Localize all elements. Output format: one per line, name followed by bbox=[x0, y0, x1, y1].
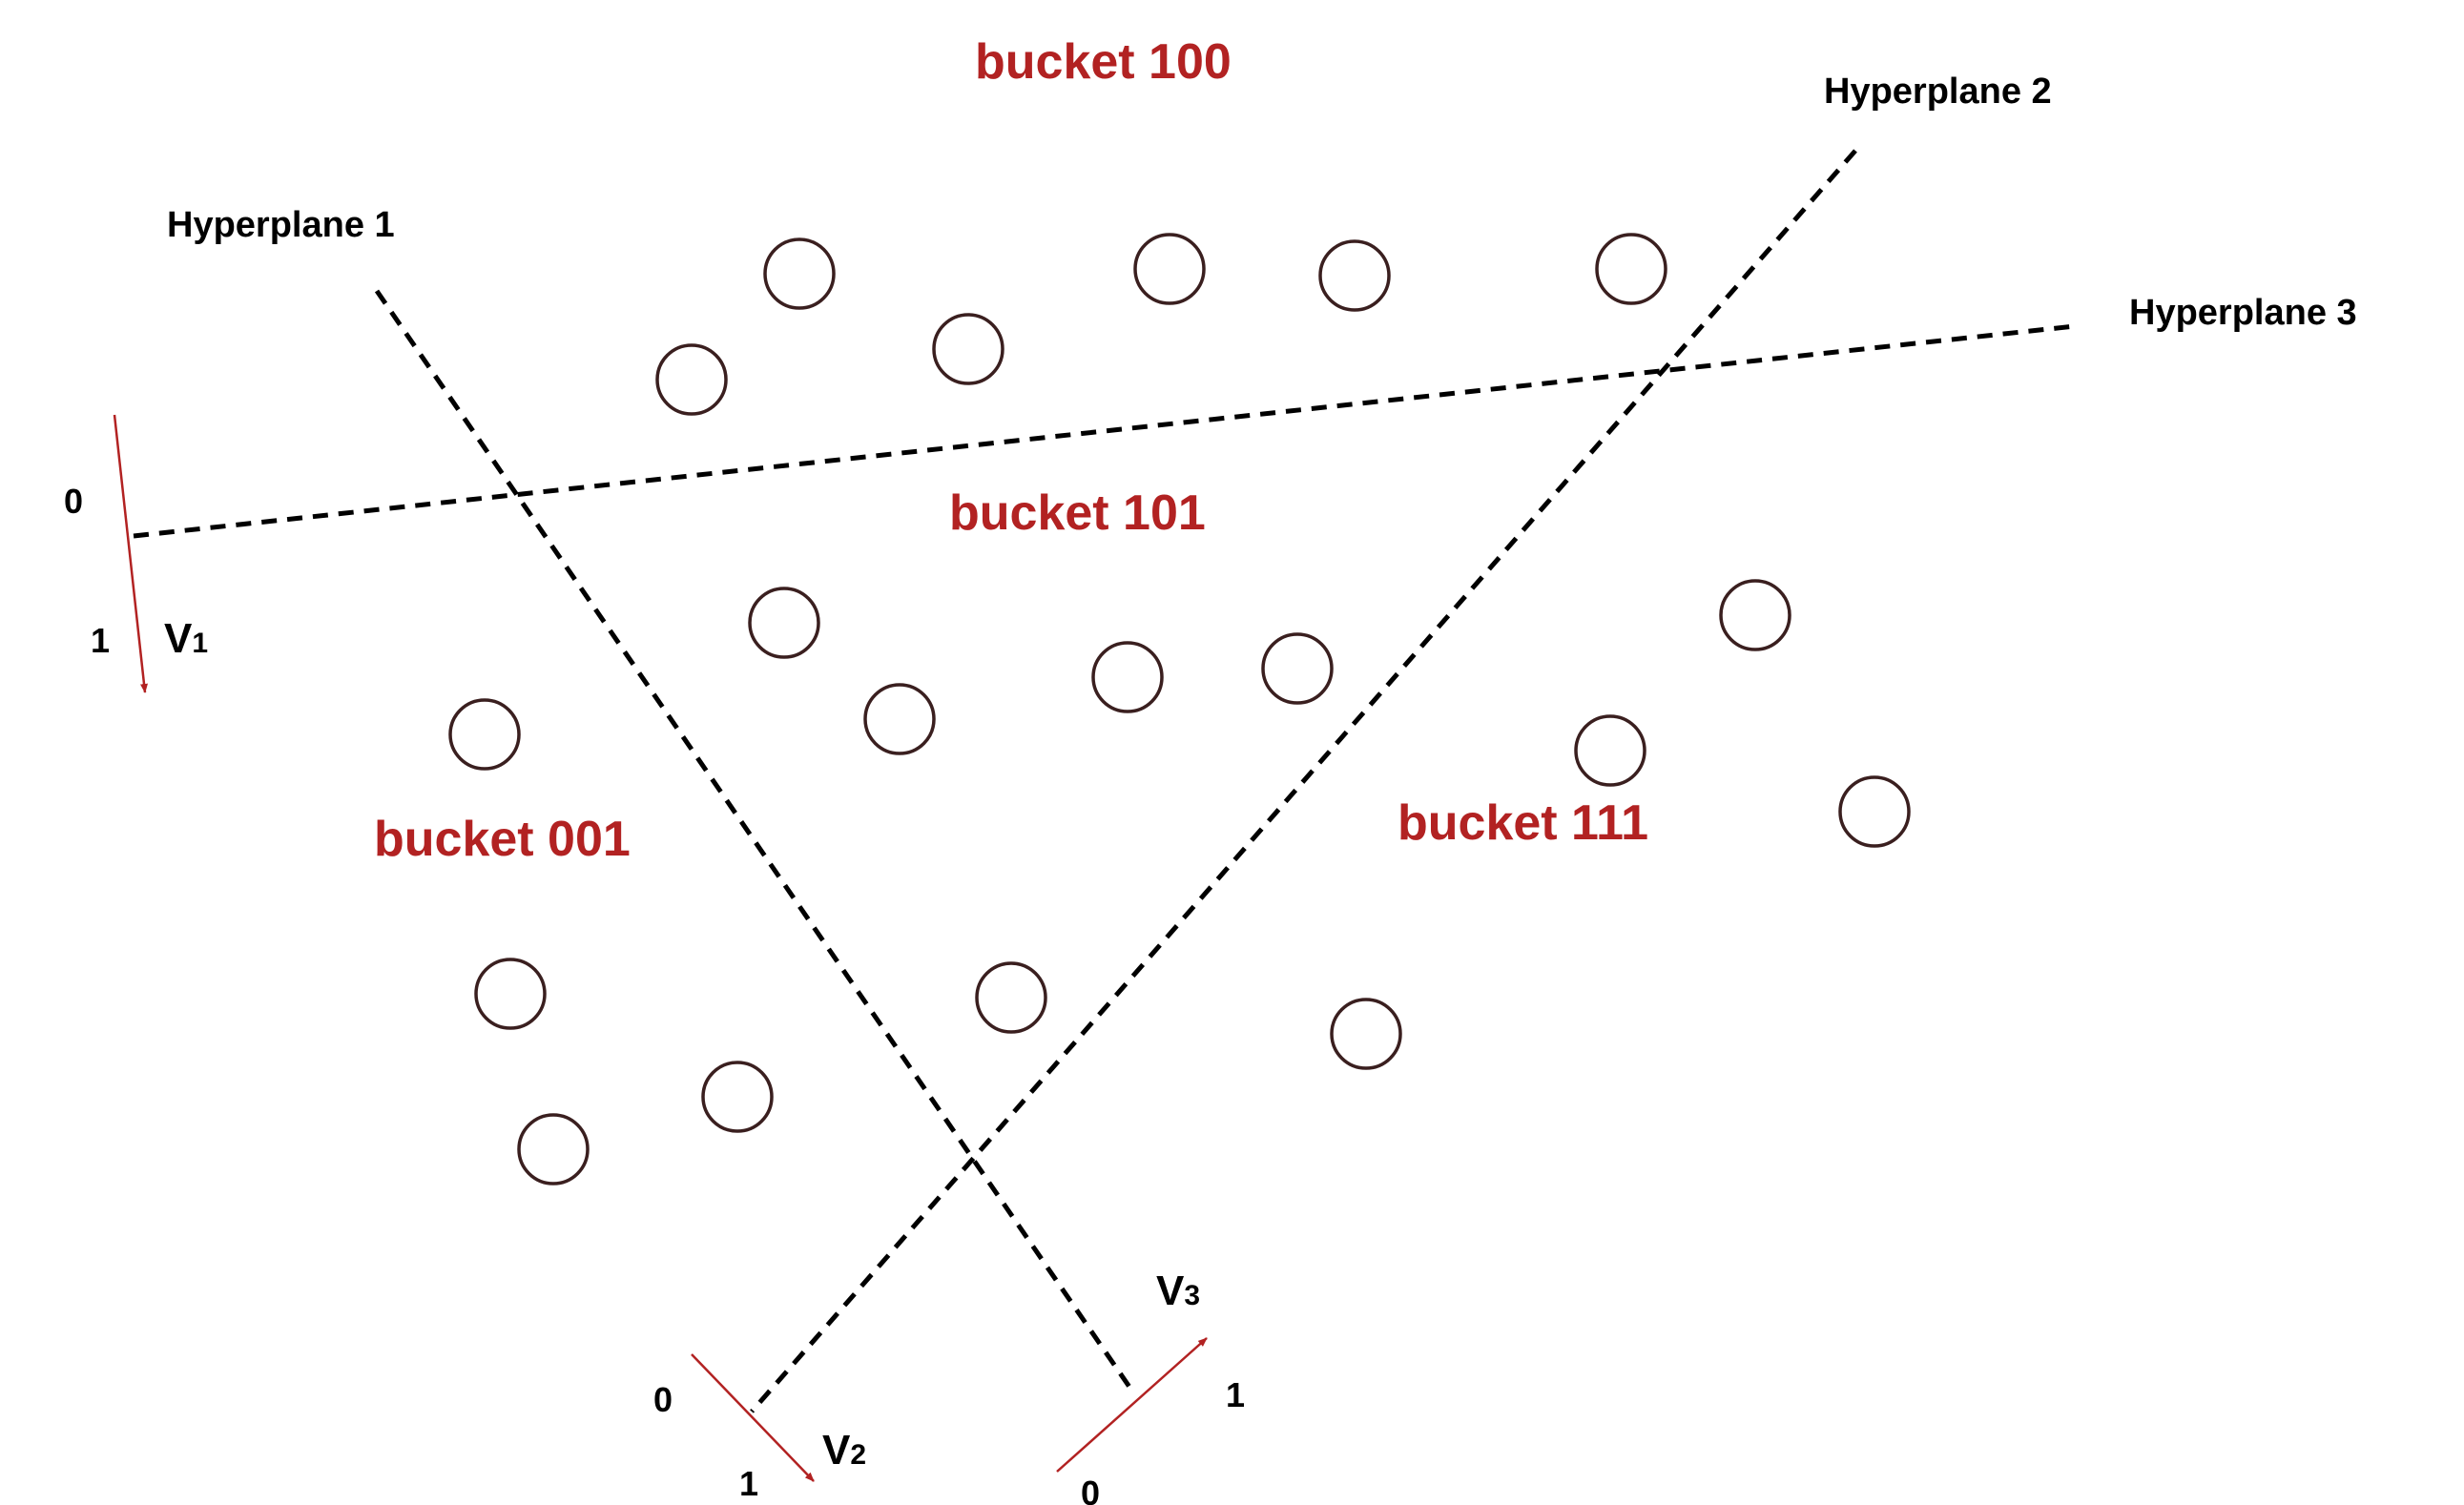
vector-v3-subscript: 3 bbox=[1184, 1280, 1200, 1311]
vector-v3-name: V bbox=[1156, 1268, 1185, 1314]
hyperplane-2-label: Hyperplane 2 bbox=[1824, 72, 2052, 112]
hyperplane-2-line bbox=[750, 149, 1857, 1413]
hyperplane-3-line bbox=[133, 323, 2076, 539]
bucket-111-label: bucket 111 bbox=[1398, 795, 1648, 851]
data-point bbox=[517, 1113, 590, 1185]
vector-v2: 0 1 V2 bbox=[653, 1353, 866, 1503]
data-point bbox=[1574, 714, 1646, 787]
data-point bbox=[748, 587, 820, 659]
data-point bbox=[448, 698, 521, 771]
bucket-001-label: bucket 001 bbox=[374, 812, 631, 867]
data-point bbox=[1261, 632, 1334, 705]
data-point bbox=[1318, 239, 1391, 312]
vector-v1-name: V bbox=[164, 615, 193, 662]
vector-v2-label: V2 bbox=[822, 1427, 866, 1474]
vector-v1-arrow bbox=[113, 414, 148, 693]
vector-v3-label: V3 bbox=[1156, 1268, 1200, 1314]
hyperplane-3-label: Hyperplane 3 bbox=[2129, 293, 2357, 333]
data-point bbox=[1133, 233, 1206, 305]
data-point bbox=[1838, 775, 1911, 848]
vector-v1-subscript: 1 bbox=[192, 628, 208, 659]
vector-v3-bit-start: 0 bbox=[1081, 1474, 1100, 1505]
vector-v2-arrow bbox=[691, 1353, 815, 1482]
data-point bbox=[1091, 641, 1164, 713]
data-point bbox=[932, 313, 1004, 385]
hyperplane-1-label: Hyperplane 1 bbox=[167, 205, 395, 245]
data-point bbox=[1330, 998, 1402, 1070]
vector-v2-subscript: 2 bbox=[850, 1439, 866, 1471]
data-point bbox=[701, 1061, 774, 1133]
data-point bbox=[1719, 579, 1791, 651]
data-point bbox=[863, 683, 936, 755]
vector-v3-bit-end: 1 bbox=[1226, 1375, 1245, 1414]
vector-v1-bit-start: 0 bbox=[64, 482, 83, 521]
vector-v2-name: V bbox=[822, 1427, 851, 1474]
vector-v2-bit-end: 1 bbox=[739, 1464, 758, 1503]
data-point bbox=[975, 961, 1047, 1034]
vector-v3-arrow bbox=[1056, 1337, 1208, 1473]
vector-v1-label: V1 bbox=[164, 615, 208, 662]
vector-v1-bit-end: 1 bbox=[91, 621, 110, 660]
data-point bbox=[474, 958, 547, 1030]
data-points bbox=[448, 233, 1911, 1185]
data-point bbox=[1595, 233, 1667, 305]
bucket-100-label: bucket 100 bbox=[975, 34, 1232, 90]
vector-v1: 0 1 V1 bbox=[64, 414, 208, 693]
data-point bbox=[655, 343, 728, 416]
data-point bbox=[763, 237, 836, 310]
hyperplane-1-line bbox=[374, 289, 1136, 1394]
vector-v2-bit-start: 0 bbox=[653, 1380, 673, 1419]
bucket-101-label: bucket 101 bbox=[949, 485, 1206, 541]
vector-v3: 0 1 V3 bbox=[1056, 1268, 1245, 1505]
